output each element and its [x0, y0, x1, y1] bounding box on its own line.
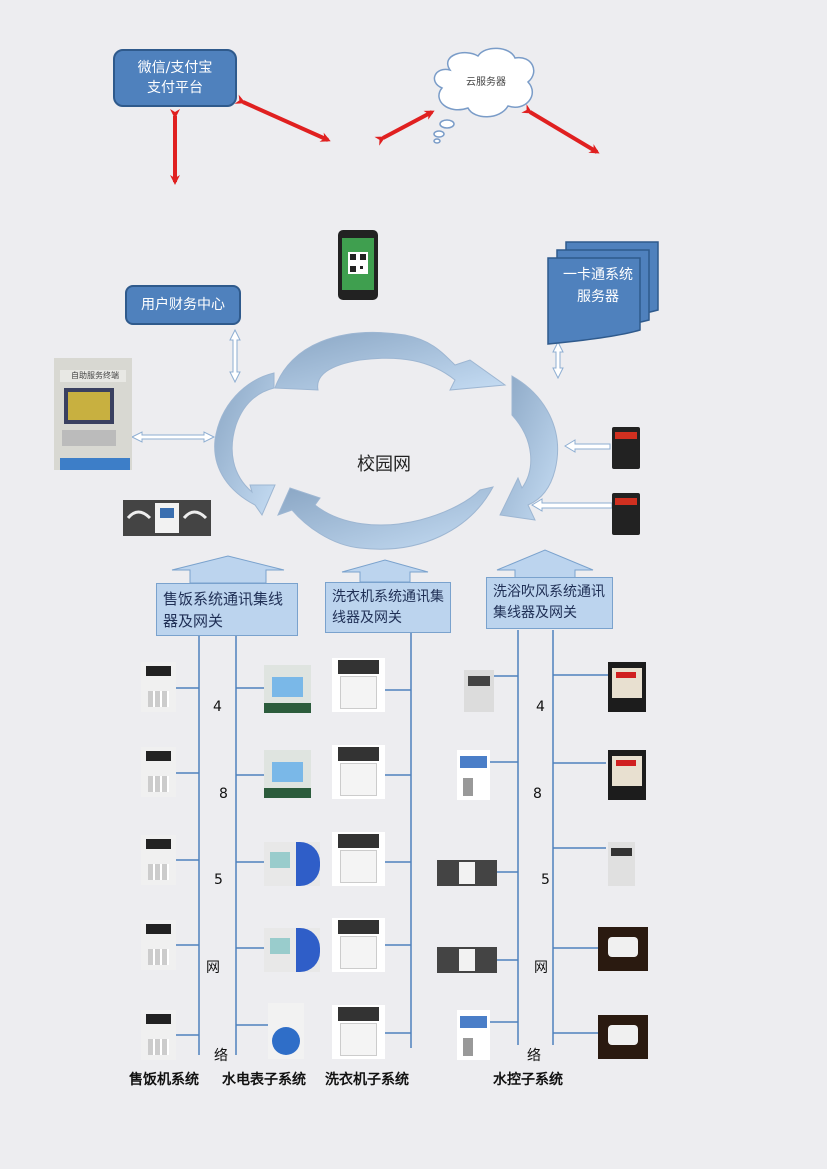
- water-controller-icon: [608, 662, 646, 712]
- bus-label-right-0: 4: [536, 699, 545, 715]
- bus-lines: [176, 630, 608, 1055]
- electric-meter-icon: [264, 842, 320, 886]
- electric-meter-icon: [264, 928, 320, 972]
- gateway-bath: 洗浴吹风系统通讯集线器及网关: [486, 577, 613, 629]
- water-controller-icon: [464, 670, 494, 712]
- washing-machine-icon: [332, 745, 385, 799]
- pos-terminal-icon: [141, 747, 176, 797]
- cloud-service-icon: [433, 47, 535, 144]
- bus-label-left-1: 8: [219, 786, 228, 802]
- water-controller-icon: [608, 842, 635, 886]
- server-stack-icon: [547, 241, 659, 345]
- bus-label-right-4: 络: [527, 1048, 541, 1064]
- electric-meter-icon: [264, 750, 311, 798]
- kiosk-icon: [54, 358, 132, 470]
- bus-label-left-3: 网: [206, 960, 220, 976]
- pos-terminal-icon: [141, 1010, 176, 1060]
- water-controller-icon: [598, 1015, 648, 1059]
- subsystem-water: 水控子系统: [493, 1072, 563, 1088]
- campus-cloud-arrows: [214, 331, 559, 550]
- hollow-link-arrows: [130, 328, 613, 512]
- bus-label-left-4: 络: [214, 1048, 228, 1064]
- washing-machine-icon: [332, 658, 385, 712]
- phone-qr-icon: [338, 230, 378, 300]
- card-reader-icon: [612, 427, 640, 535]
- bus-label-left-2: 5: [214, 872, 223, 888]
- washing-machine-icon: [332, 918, 385, 972]
- washing-machine-icon: [332, 832, 385, 886]
- water-controller-icon: [457, 1010, 490, 1060]
- subsystem-meter: 水电表子系统: [222, 1072, 306, 1088]
- pos-terminal-icon: [141, 835, 176, 885]
- washing-machine-icon: [332, 1005, 385, 1059]
- gateway-laundry: 洗衣机系统通讯集线器及网关: [325, 582, 451, 633]
- red-link-arrows: [170, 94, 600, 185]
- water-controller-icon: [457, 750, 490, 800]
- gateway-dining: 售饭系统通讯集线器及网关: [156, 583, 298, 636]
- pos-terminal-icon: [141, 920, 176, 970]
- bus-label-right-2: 5: [541, 872, 550, 888]
- water-controller-icon: [598, 927, 648, 971]
- water-controller-icon: [608, 750, 646, 800]
- pos-terminal-icon: [141, 662, 176, 712]
- bus-label-left-0: 4: [213, 699, 222, 715]
- finance-center-box: 用户财务中心: [125, 285, 241, 325]
- dryer-controller-icon: [437, 860, 497, 886]
- card-server-label: 一卡通系统 服务器: [563, 267, 633, 305]
- pay-platform-box: 微信/支付宝 支付平台: [113, 49, 237, 107]
- dryer-controller-icon: [437, 947, 497, 973]
- bus-label-right-3: 网: [534, 960, 548, 976]
- kiosk-label: 自助服务终端: [71, 371, 119, 380]
- electric-meter-icon: [264, 665, 311, 713]
- campus-net-label: 校园网: [357, 454, 411, 475]
- gateway-up-arrows: [171, 549, 594, 584]
- cloud-service-label: 云服务器: [466, 77, 506, 88]
- bus-label-right-1: 8: [533, 786, 542, 802]
- subsystem-dining: 售饭机系统: [129, 1072, 199, 1088]
- dryer-controller-icon: [123, 500, 211, 536]
- water-meter-icon: [268, 1003, 304, 1059]
- subsystem-laundry: 洗衣机子系统: [325, 1072, 409, 1088]
